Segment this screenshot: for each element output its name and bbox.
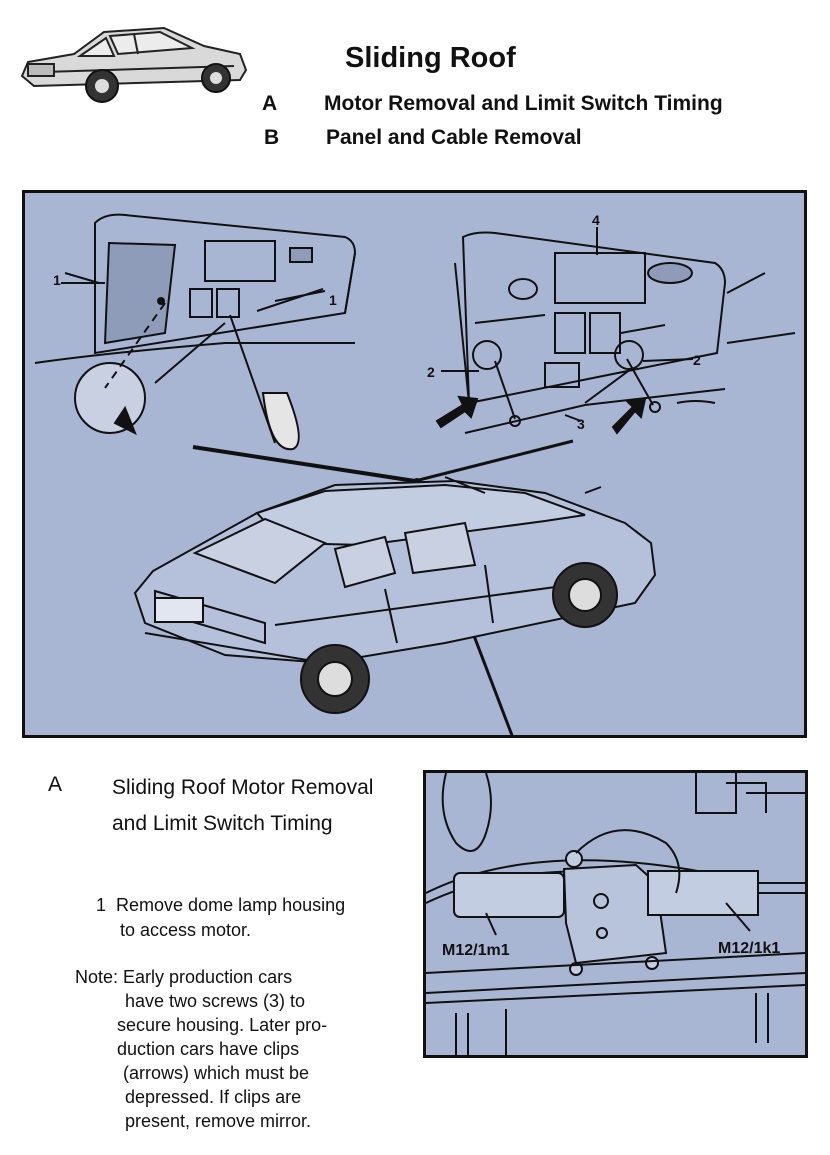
section-a-title-line2: and Limit Switch Timing bbox=[112, 812, 333, 835]
main-illustration: 1 1 2 2 3 4 bbox=[34, 212, 796, 760]
step-1-line1: Remove dome lamp housing bbox=[116, 895, 346, 915]
callout-1-left: 1 bbox=[53, 272, 61, 288]
note-line-7: present, remove mirror. bbox=[125, 1111, 312, 1131]
label-m12-1m1: M12/1m1 bbox=[442, 942, 510, 959]
subtitle-a: A Motor Removal and Limit Switch Timing bbox=[262, 92, 802, 120]
step-1-number: 1 bbox=[96, 895, 107, 915]
step-1: 1 Remove dome lamp housing to access mot… bbox=[96, 893, 406, 943]
step-1-line2: to access motor. bbox=[120, 920, 252, 940]
section-a-title-line1: Sliding Roof Motor Removal bbox=[112, 776, 374, 799]
note-line-4: duction cars have clips bbox=[117, 1039, 300, 1059]
note-line-1: Note: Early production cars bbox=[75, 967, 293, 987]
subtitle-a-letter: A bbox=[262, 92, 278, 115]
note-line-6: depressed. If clips are bbox=[125, 1087, 302, 1107]
section-a-letter: A bbox=[48, 773, 63, 796]
subtitle-b-text: Panel and Cable Removal bbox=[326, 126, 582, 149]
section-a-title: Sliding Roof Motor Removal and Limit Swi… bbox=[112, 770, 422, 842]
callout-1-right: 1 bbox=[329, 292, 337, 308]
note-line-3: secure housing. Later pro- bbox=[117, 1015, 328, 1035]
callout-3: 3 bbox=[577, 416, 585, 432]
label-m12-1k1: M12/1k1 bbox=[718, 940, 780, 957]
subtitle-b: B Panel and Cable Removal bbox=[264, 126, 804, 154]
car-thumbnail-icon bbox=[20, 26, 248, 103]
note-block: Note: Early production cars have two scr… bbox=[75, 965, 395, 1133]
subtitle-b-letter: B bbox=[264, 126, 280, 149]
main-figure-panel: 1 1 2 2 3 4 bbox=[22, 190, 807, 760]
note-line-2: have two screws (3) to bbox=[125, 991, 306, 1011]
subtitle-a-text: Motor Removal and Limit Switch Timing bbox=[324, 92, 723, 115]
page-title: Sliding Roof bbox=[345, 42, 516, 74]
callout-2-right: 2 bbox=[693, 352, 701, 368]
callout-4: 4 bbox=[592, 212, 600, 228]
detail-figure-panel: M12/1m1 M12/1k1 bbox=[423, 770, 808, 1058]
note-line-5: (arrows) which must be bbox=[123, 1063, 310, 1083]
motor-detail-illustration: M12/1m1 M12/1k1 bbox=[425, 772, 806, 1055]
callout-2-left: 2 bbox=[427, 364, 435, 380]
